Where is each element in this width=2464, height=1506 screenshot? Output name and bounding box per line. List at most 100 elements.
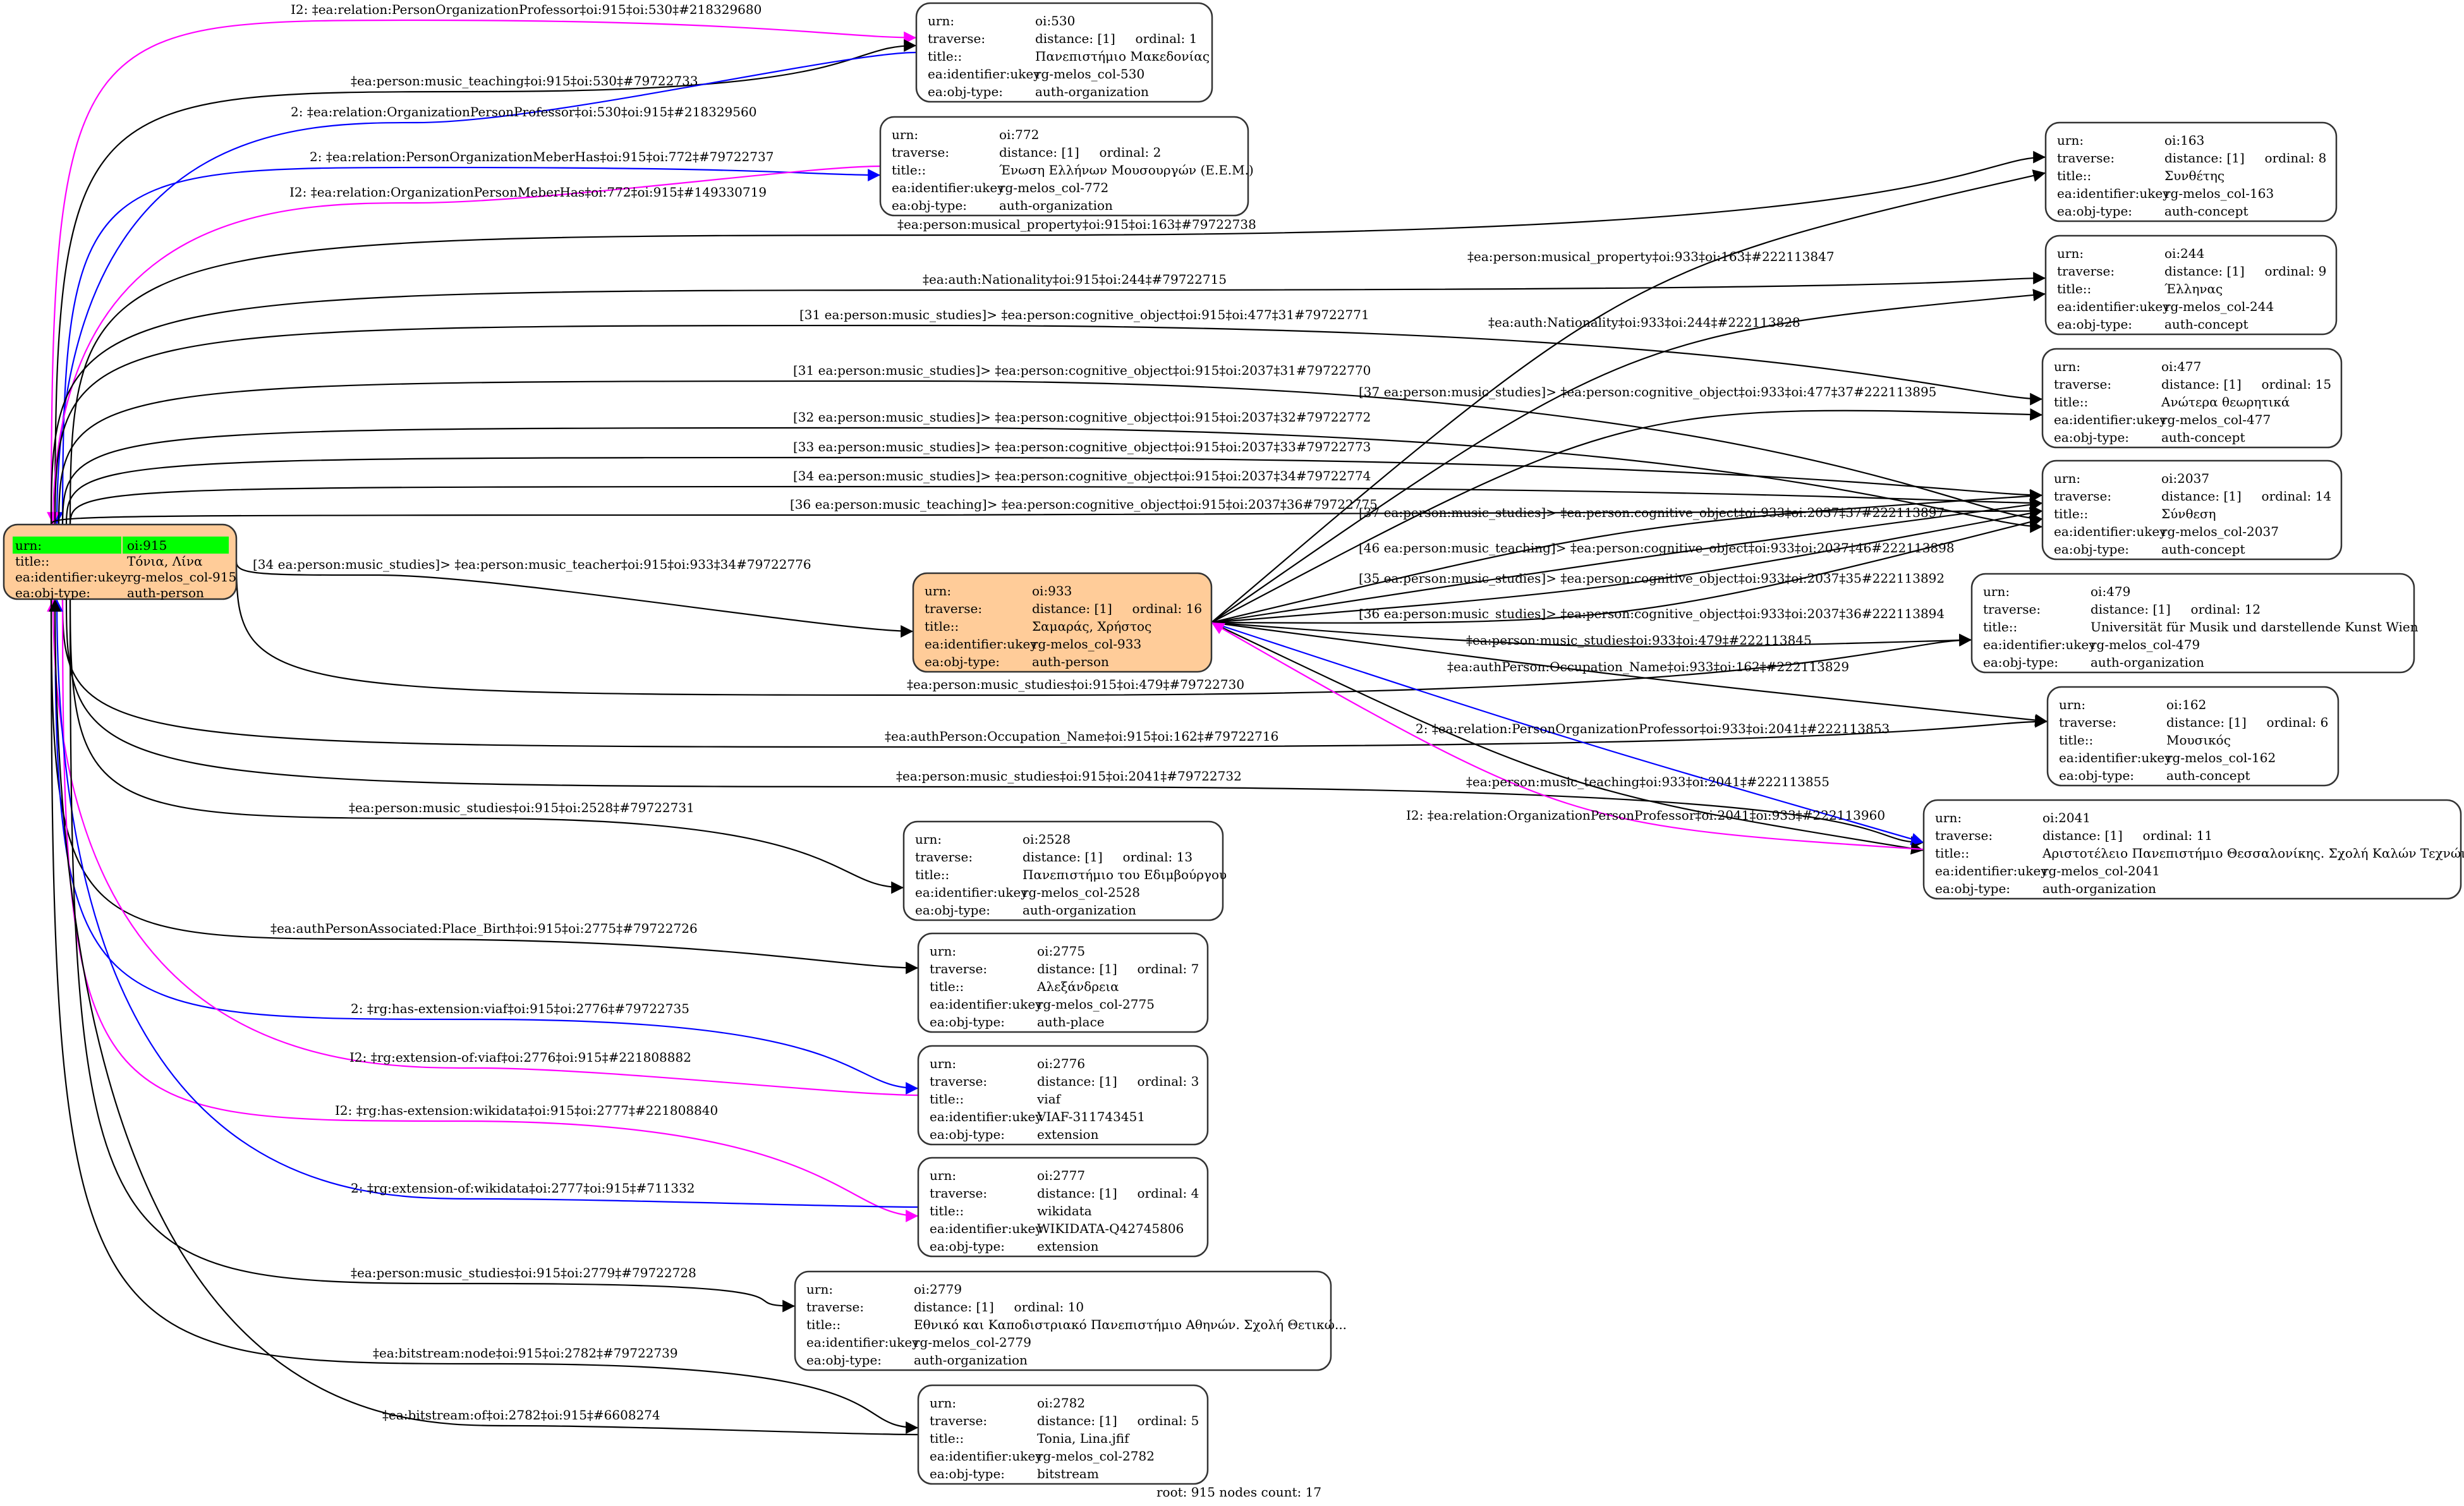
graph-edge-inverse[interactable] xyxy=(50,19,917,525)
node-field-value-traverse: distance: [1] ordinal: 2 xyxy=(999,145,1161,160)
edge-label: 2: ‡ea:relation:PersonOrganizationMeberH… xyxy=(310,149,774,164)
graph-edge-normal[interactable] xyxy=(50,598,919,1434)
graph-edge-normal[interactable] xyxy=(69,485,2043,525)
node-field-label-title: title:: xyxy=(930,979,964,994)
graph-edge-normal[interactable] xyxy=(50,272,2046,525)
node-field-label-urn: urn: xyxy=(925,583,951,598)
node-field-value-ukey: rg-melos_col-2782 xyxy=(1037,1448,1155,1464)
edge-label: 2: ‡ea:relation:PersonOrganizationProfes… xyxy=(1416,721,1890,736)
graph-edge-normal[interactable] xyxy=(1211,621,2048,727)
node-field-label-traverse: traverse: xyxy=(915,849,973,865)
node-field-value-urn: oi:933 xyxy=(1032,583,1072,598)
edge-label: ‡ea:person:music_teaching‡oi:915‡oi:530‡… xyxy=(351,73,698,88)
node-box xyxy=(917,1157,1209,1258)
edge-label: ‡ea:person:music_studies‡oi:915‡oi:479‡#… xyxy=(907,677,1244,692)
edge-labels-layer: I2: ‡ea:relation:PersonOrganizationProfe… xyxy=(253,2,1955,1423)
graph-edge-inverse[interactable] xyxy=(47,165,881,525)
node-field-value-urn: oi:479 xyxy=(2091,584,2130,599)
graph-edge-normal[interactable] xyxy=(235,561,914,638)
graph-edge-inverse[interactable] xyxy=(61,598,919,1222)
graph-edge-normal[interactable] xyxy=(1211,169,2046,623)
node-field-label-type: ea:obj-type: xyxy=(2057,317,2132,332)
edge-label: ‡ea:person:music_teaching‡oi:933‡oi:2041… xyxy=(1466,774,1830,789)
graph-edge-normal[interactable] xyxy=(1211,622,1924,855)
node-field-label-ukey: ea:identifier:ukey xyxy=(2059,750,2172,765)
edge-label: I2: ‡rg:has-extension:wikidata‡oi:915‡oi… xyxy=(335,1103,718,1118)
node-field-value-title: Τόνια, Λίνα xyxy=(127,554,203,569)
node-field-value-type: auth-place xyxy=(1037,1014,1105,1029)
graph-edge-forward[interactable] xyxy=(61,166,881,525)
graph-edge-normal[interactable] xyxy=(54,324,2043,525)
graph-edge-normal[interactable] xyxy=(1211,621,1972,648)
node-field-value-ukey: rg-melos_col-2779 xyxy=(914,1335,1031,1350)
node-box xyxy=(2041,348,2343,449)
node-field-value-traverse: distance: [1] ordinal: 3 xyxy=(1037,1074,1199,1089)
node-field-value-type: extension xyxy=(1037,1127,1099,1142)
graph-edge-inverse[interactable] xyxy=(1211,622,1924,851)
edge-label: [46 ea:person:music_teaching]> ‡ea:perso… xyxy=(1359,540,1955,556)
node-field-label-traverse: traverse: xyxy=(2059,715,2116,730)
node-field-value-type: auth-organization xyxy=(2042,881,2156,896)
graph-edge-normal[interactable] xyxy=(1211,516,2043,624)
node-field-value-urn: oi:915 xyxy=(127,538,167,553)
graph-edge-normal[interactable] xyxy=(1211,498,2043,624)
graph-edge-forward[interactable] xyxy=(51,598,919,1208)
graph-edge-normal[interactable] xyxy=(69,598,904,894)
graph-edge-normal[interactable] xyxy=(50,598,919,975)
node-field-value-traverse: distance: [1] ordinal: 11 xyxy=(2042,828,2212,843)
graph-edge-forward[interactable] xyxy=(54,598,919,1095)
edge-label: ‡ea:authPerson:Occupation_Name‡oi:915‡oi… xyxy=(885,729,1278,744)
graph-edge-normal[interactable] xyxy=(69,598,796,1313)
node-field-value-urn: oi:162 xyxy=(2166,697,2206,712)
node-field-value-ukey: rg-melos_col-163 xyxy=(2164,186,2274,201)
graph-edge-normal[interactable] xyxy=(1211,408,2043,623)
node-field-label-type: ea:obj-type: xyxy=(15,585,90,600)
graph-edge-forward[interactable] xyxy=(51,51,917,525)
node-field-value-title: Αριστοτέλειο Πανεπιστήμιο Θεσσαλονίκης. … xyxy=(2042,846,2464,861)
node-field-value-title: Έλληνας xyxy=(2164,281,2223,296)
node-field-value-urn: oi:2777 xyxy=(1037,1168,1085,1183)
node-field-label-type: ea:obj-type: xyxy=(806,1352,882,1368)
node-field-value-title: Σύνθεση xyxy=(2161,506,2216,521)
graph-edge-normal[interactable] xyxy=(1211,507,2043,624)
node-field-label-title: title:: xyxy=(930,1203,964,1218)
node-field-label-type: ea:obj-type: xyxy=(892,198,967,213)
edge-label: 2: ‡ea:relation:OrganizationPersonProfes… xyxy=(291,104,756,119)
node-field-value-traverse: distance: [1] ordinal: 9 xyxy=(2164,264,2326,279)
node-field-label-ukey: ea:identifier:ukey xyxy=(806,1335,919,1350)
node-field-value-type: auth-concept xyxy=(2161,430,2245,445)
node-field-value-traverse: distance: [1] ordinal: 8 xyxy=(2164,150,2326,166)
node-field-label-type: ea:obj-type: xyxy=(1935,881,2010,896)
node-field-value-traverse: distance: [1] ordinal: 15 xyxy=(2161,377,2331,392)
graph-edge-inverse[interactable] xyxy=(47,598,919,1096)
graph-edge-normal[interactable] xyxy=(50,504,2043,525)
graph-edge-normal[interactable] xyxy=(65,598,1924,849)
graph-edge-forward[interactable] xyxy=(1211,621,1924,846)
graph-edge-normal[interactable] xyxy=(235,561,1972,696)
edge-label: [37 ea:person:music_studies]> ‡ea:person… xyxy=(1359,384,1936,399)
node-field-label-ukey: ea:identifier:ukey xyxy=(925,636,1038,652)
graph-edge-normal[interactable] xyxy=(65,456,2043,525)
graph-edge-normal[interactable] xyxy=(1211,289,2046,623)
graph-edge-normal[interactable] xyxy=(61,598,2048,748)
graph-edge-normal[interactable] xyxy=(69,150,2046,525)
graph-edge-normal[interactable] xyxy=(1211,490,2043,624)
graph-edge-normal[interactable] xyxy=(49,598,919,1436)
